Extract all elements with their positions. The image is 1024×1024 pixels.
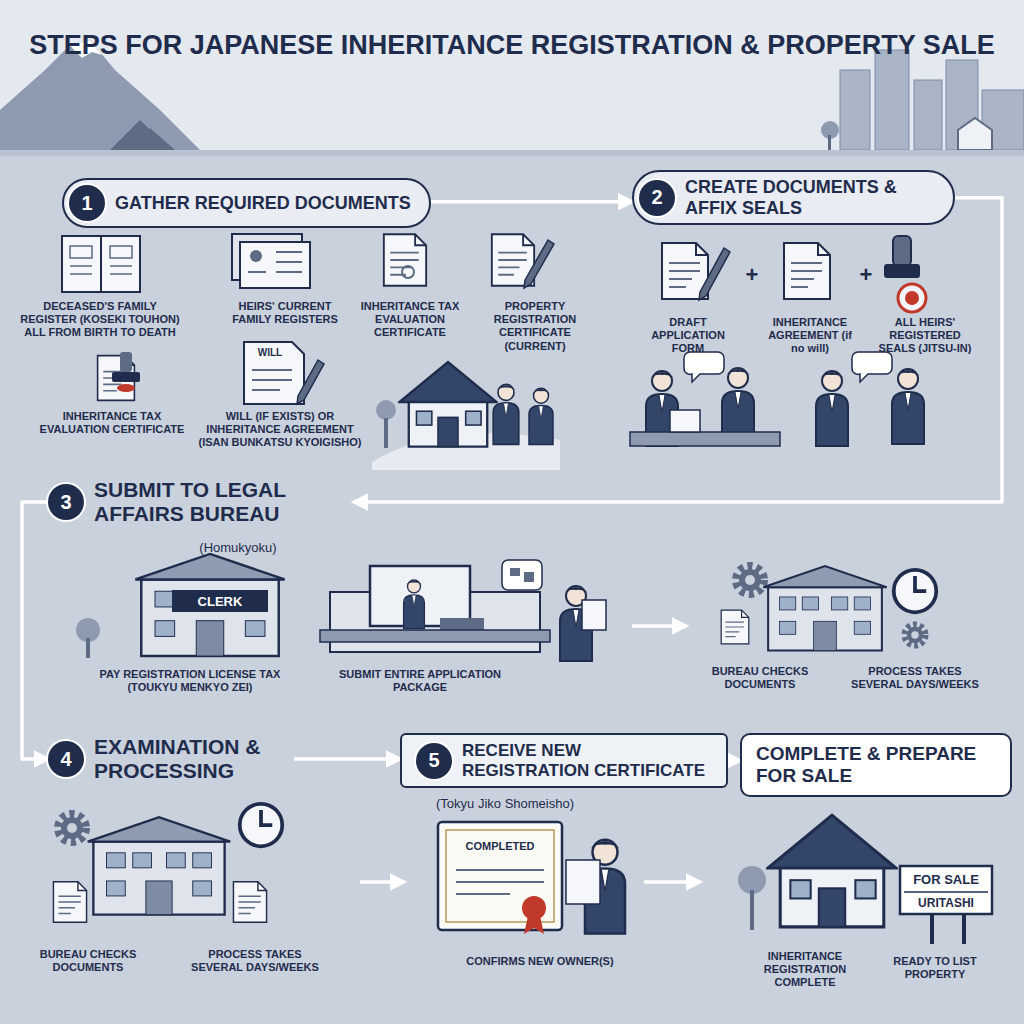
step-header: 4 EXAMINATION & PROCESSING [48, 735, 294, 783]
caption-label: PAY REGISTRATION LICENSE TAX (TOUKYU MEN… [85, 668, 295, 694]
caption-label: DECEASED'S FAMILY REGISTER (KOSEKI TOUHO… [15, 300, 185, 340]
caption-label: (Tokyu Jiko Shomeisho) [405, 796, 605, 812]
caption-label: CONFIRMS NEW OWNER(S) [440, 955, 640, 968]
step-header: 1 GATHER REQUIRED DOCUMENTS [62, 178, 431, 228]
diagram-title: STEPS FOR JAPANESE INHERITANCE REGISTRAT… [0, 30, 1024, 61]
step-number: 1 [69, 185, 105, 221]
caption-label: INHERITANCE REGISTRATION COMPLETE [740, 950, 870, 990]
step-number: 2 [639, 180, 675, 216]
caption-label: PROPERTY REGISTRATION CERTIFICATE (CURRE… [470, 300, 600, 353]
step-number: 5 [416, 743, 452, 779]
caption-label: DRAFT APPLICATION FORM [643, 316, 733, 356]
caption-label: FOR SALE [903, 872, 989, 888]
flow-arrow [22, 502, 48, 759]
caption-label: SUBMIT ENTIRE APPLICATION PACKAGE [330, 668, 510, 694]
caption-label: URITASHI [903, 896, 989, 910]
caption-label: BUREAU CHECKS DOCUMENTS [28, 948, 148, 974]
caption-label: PROCESS TAKES SEVERAL DAYS/WEEKS [850, 665, 980, 691]
step-header: 3 SUBMIT TO LEGAL AFFAIRS BUREAU [48, 478, 354, 526]
caption-label: CLERK [175, 594, 265, 610]
step-title: RECEIVE NEW REGISTRATION CERTIFICATE [462, 741, 712, 780]
caption-label: READY TO LIST PROPERTY [875, 955, 995, 981]
flow-arrow [728, 759, 740, 763]
caption-label: BUREAU CHECKS DOCUMENTS [700, 665, 820, 691]
caption-label: HEIRS' CURRENT FAMILY REGISTERS [220, 300, 350, 326]
caption-label: WILL [250, 347, 290, 359]
caption-label: + [742, 262, 762, 288]
caption-label: INHERITANCE AGREEMENT (if no will) [760, 316, 860, 356]
caption-label: COMPLETED [450, 840, 550, 853]
step-title: EXAMINATION & PROCESSING [94, 735, 294, 783]
step-title: CREATE DOCUMENTS & AFFIX SEALS [685, 177, 935, 218]
step-number: 3 [48, 484, 84, 520]
flow-arrow [354, 198, 1002, 502]
step-header: COMPLETE & PREPARE FOR SALE [740, 733, 1012, 797]
step-header: 2 CREATE DOCUMENTS & AFFIX SEALS [632, 170, 955, 225]
caption-label: ALL HEIRS' REGISTERED SEALS (JITSU-IN) [870, 316, 980, 356]
caption-label: INHERITANCE TAX EVALUATION CERTIFICATE [360, 300, 460, 340]
caption-label: (Homukyoku) [168, 540, 308, 556]
flow-arrow [294, 757, 400, 761]
caption-label: + [856, 262, 876, 288]
step-title: SUBMIT TO LEGAL AFFAIRS BUREAU [94, 478, 354, 526]
step-header: 5 RECEIVE NEW REGISTRATION CERTIFICATE [400, 733, 728, 788]
caption-label: INHERITANCE TAX EVALUATION CERTIFICATE [37, 410, 187, 436]
step-number: 4 [48, 741, 84, 777]
step-title: COMPLETE & PREPARE FOR SALE [756, 743, 996, 787]
caption-label: PROCESS TAKES SEVERAL DAYS/WEEKS [185, 948, 325, 974]
flow-arrow [431, 200, 632, 204]
step-title: GATHER REQUIRED DOCUMENTS [115, 193, 411, 214]
caption-label: WILL (IF EXISTS) OR INHERITANCE AGREEMEN… [195, 410, 365, 450]
